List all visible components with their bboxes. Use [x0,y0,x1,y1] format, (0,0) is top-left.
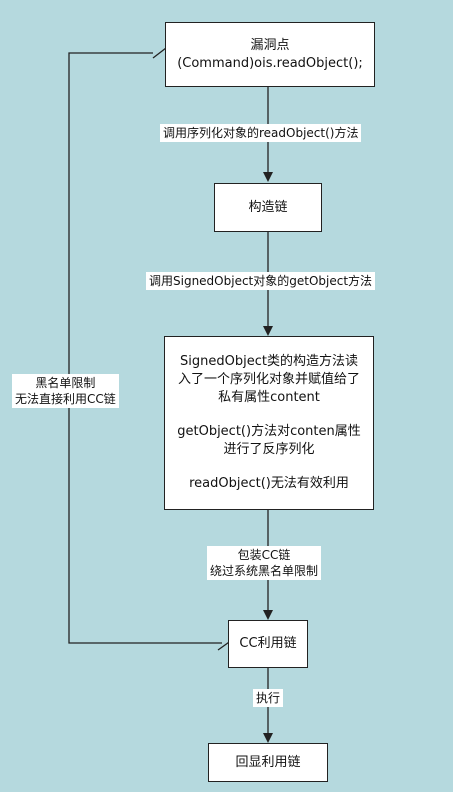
edge-label-wrap-cc: 包装CC链 绕过系统黑名单限制 [207,546,322,580]
edge-label-getobject: 调用SignedObject对象的getObject方法 [146,272,376,290]
edge-cc-to-vuln-loop [68,52,222,644]
edge-label-execute-text: 执行 [256,691,281,705]
edge-label-readobject: 调用序列化对象的readObject()方法 [160,124,362,142]
node-signedobject: SignedObject类的构造方法读 入了一个序列化对象并赋值给了 私有属性c… [164,336,374,510]
edge-label-wrap-cc-line1: 包装CC链 [237,548,291,562]
edge-label-blacklist-line1: 黑名单限制 [35,376,96,390]
node-vuln-point: 漏洞点 (Command)ois.readObject(); [165,22,375,87]
node-vuln-title: 漏洞点 [250,37,290,53]
signed-para1-line2: 入了一个序列化对象并赋值给了 [177,372,360,387]
edge-label-execute: 执行 [253,689,284,707]
signed-para1-line3: 私有属性content [218,390,320,405]
edge-label-readobject-text: 调用序列化对象的readObject()方法 [163,126,359,140]
loop-tick-top [152,47,167,59]
edge-label-blacklist: 黑名单限制 无法直接利用CC链 [12,374,119,408]
node-cc-chain-label: CC利用链 [239,636,297,651]
node-vuln-code: (Command)ois.readObject(); [177,55,363,71]
node-echo-chain: 回显利用链 [208,743,328,782]
signed-para2-line1: getObject()方法对conten属性 [177,424,361,439]
edge-label-blacklist-line2: 无法直接利用CC链 [15,392,116,406]
node-cc-chain: CC利用链 [228,620,308,668]
edge-label-getobject-text: 调用SignedObject对象的getObject方法 [149,274,373,288]
node-construct-chain-label: 构造链 [248,199,288,215]
signed-para3-line1: readObject()无法有效利用 [189,476,349,491]
edge-label-wrap-cc-line2: 绕过系统黑名单限制 [210,564,319,578]
signed-para2-line2: 进行了反序列化 [223,442,315,457]
node-construct-chain: 构造链 [214,183,322,232]
signed-para1-line1: SignedObject类的构造方法读 [180,354,358,369]
node-echo-chain-label: 回显利用链 [235,754,301,770]
